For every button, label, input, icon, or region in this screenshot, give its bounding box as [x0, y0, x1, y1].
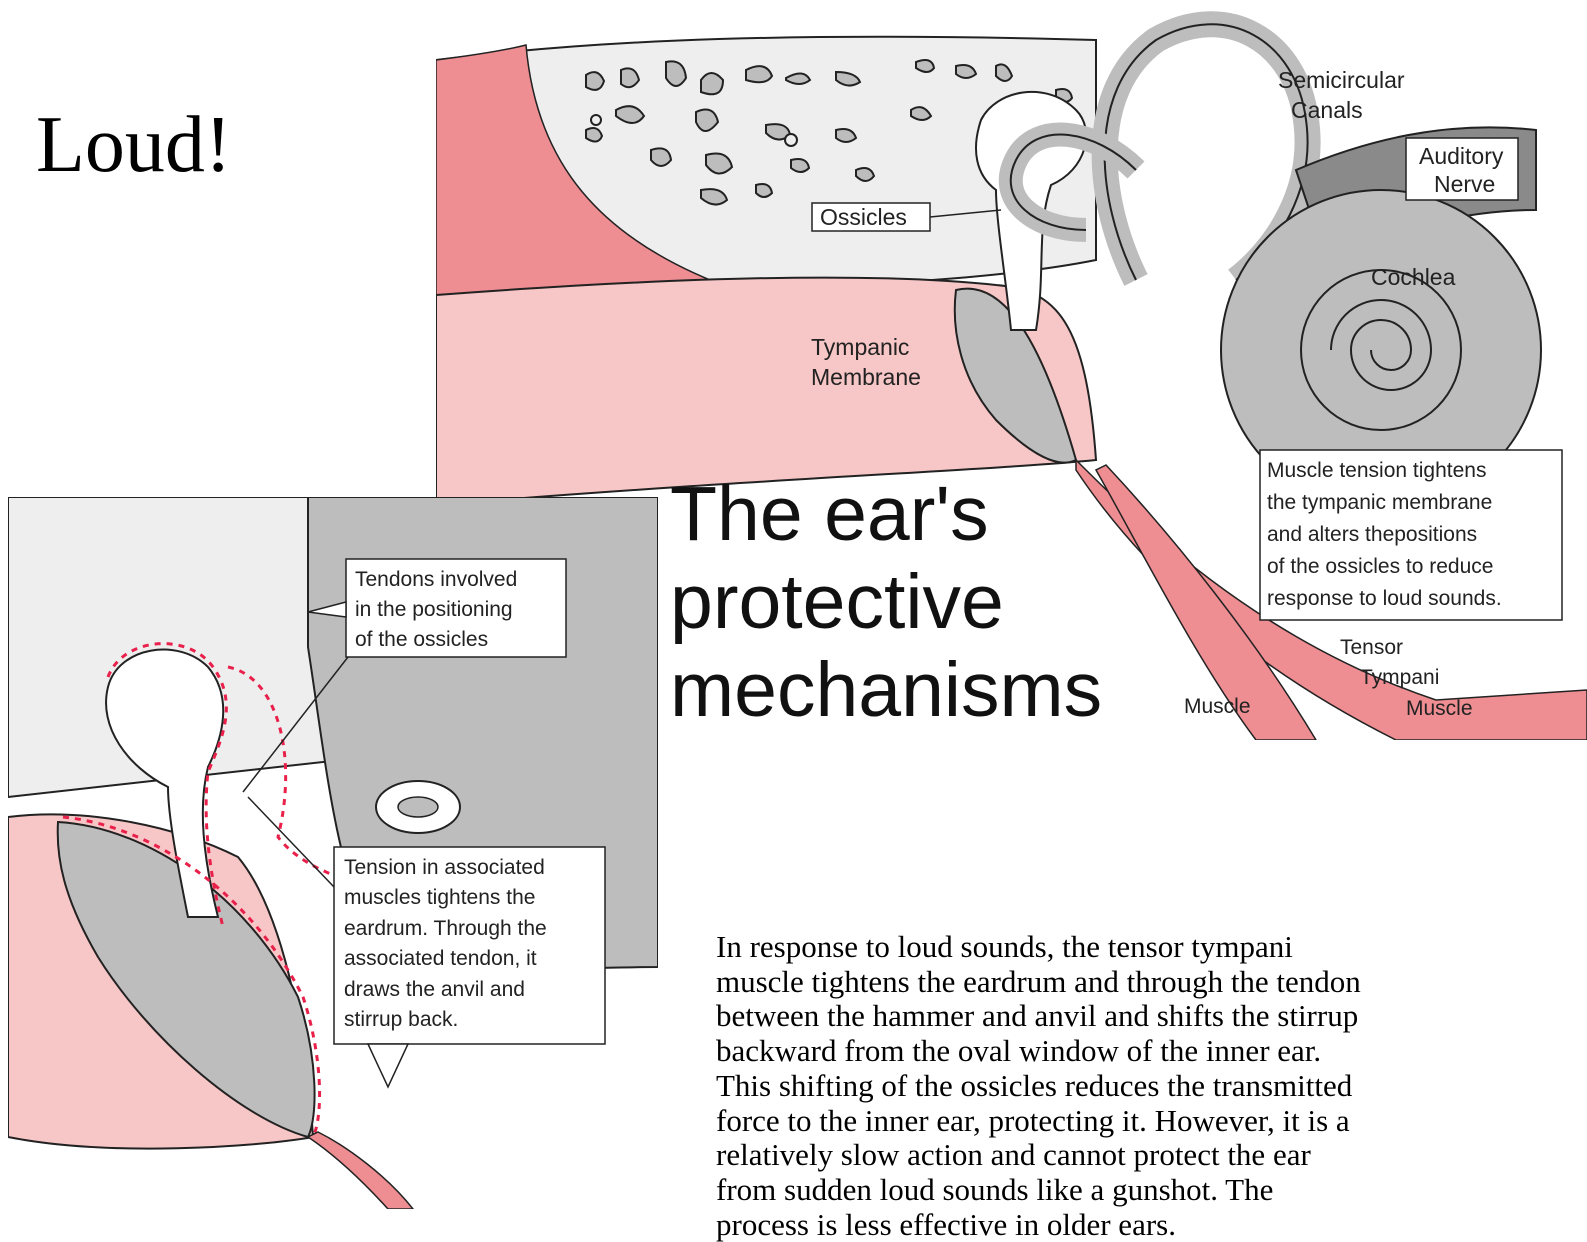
body-line-7: relatively slow action and cannot protec…	[716, 1138, 1587, 1173]
body-line-9: process is less effective in older ears.	[716, 1208, 1587, 1242]
label-tensor-tympani-3: Muscle	[1406, 697, 1473, 720]
body-line-6: force to the inner ear, protecting it. H…	[716, 1104, 1587, 1139]
ossicle-detail-diagram: Tendons involved in the positioning of t…	[8, 497, 658, 1209]
heading-line-1: The ear's	[670, 470, 1102, 558]
body-line-4: backward from the oval window of the inn…	[716, 1034, 1587, 1069]
label-tendons-3: of the ossicles	[355, 628, 488, 651]
label-tensor-tympani-2: Tympani	[1360, 666, 1439, 689]
heading-line-2: protective	[670, 558, 1102, 646]
body-line-3: between the hammer and anvil and shifts …	[716, 999, 1587, 1034]
label-muscle: Muscle	[1184, 695, 1251, 718]
label-ossicles: Ossicles	[820, 204, 907, 230]
body-line-2: muscle tightens the eardrum and through …	[716, 965, 1587, 1000]
body-line-5: This shifting of the ossicles reduces th…	[716, 1069, 1587, 1104]
label-tension-4: of the ossicles to reduce	[1267, 555, 1493, 578]
label-tension-1: Muscle tension tightens	[1267, 459, 1486, 482]
label-auditory-nerve-1: Auditory	[1419, 143, 1504, 169]
label-tension-2: the tympanic membrane	[1267, 491, 1492, 514]
label-semicircular-canals-2: Canals	[1291, 97, 1363, 123]
label-tension-detail-3: eardrum. Through the	[344, 917, 547, 940]
label-auditory-nerve-2: Nerve	[1434, 171, 1495, 197]
protective-mechanisms-heading: The ear's protective mechanisms	[670, 470, 1102, 734]
body-line-1: In response to loud sounds, the tensor t…	[716, 930, 1587, 965]
label-tensor-tympani-1: Tensor	[1340, 636, 1403, 659]
label-tympanic-membrane-2: Membrane	[811, 364, 921, 390]
slide-title: Loud!	[36, 105, 232, 185]
body-line-8: from sudden loud sounds like a gunshot. …	[716, 1173, 1587, 1208]
label-tympanic-membrane-1: Tympanic	[811, 334, 909, 360]
label-tension-detail-6: stirrup back.	[344, 1008, 458, 1031]
label-semicircular-canals-1: Semicircular	[1278, 67, 1405, 93]
label-tension-3: and alters thepositions	[1267, 523, 1477, 546]
label-tension-detail-4: associated tendon, it	[344, 947, 537, 970]
heading-line-3: mechanisms	[670, 646, 1102, 734]
label-tension-detail-5: draws the anvil and	[344, 978, 525, 1001]
label-cochlea: Cochlea	[1371, 264, 1456, 290]
label-tension-detail-2: muscles tightens the	[344, 886, 535, 909]
label-tension-5: response to loud sounds.	[1267, 587, 1502, 610]
explanation-paragraph: In response to loud sounds, the tensor t…	[716, 930, 1587, 1242]
label-tendons-1: Tendons involved	[355, 568, 517, 591]
label-tension-detail-1: Tension in associated	[344, 856, 545, 879]
label-tendons-2: in the positioning	[355, 598, 513, 621]
